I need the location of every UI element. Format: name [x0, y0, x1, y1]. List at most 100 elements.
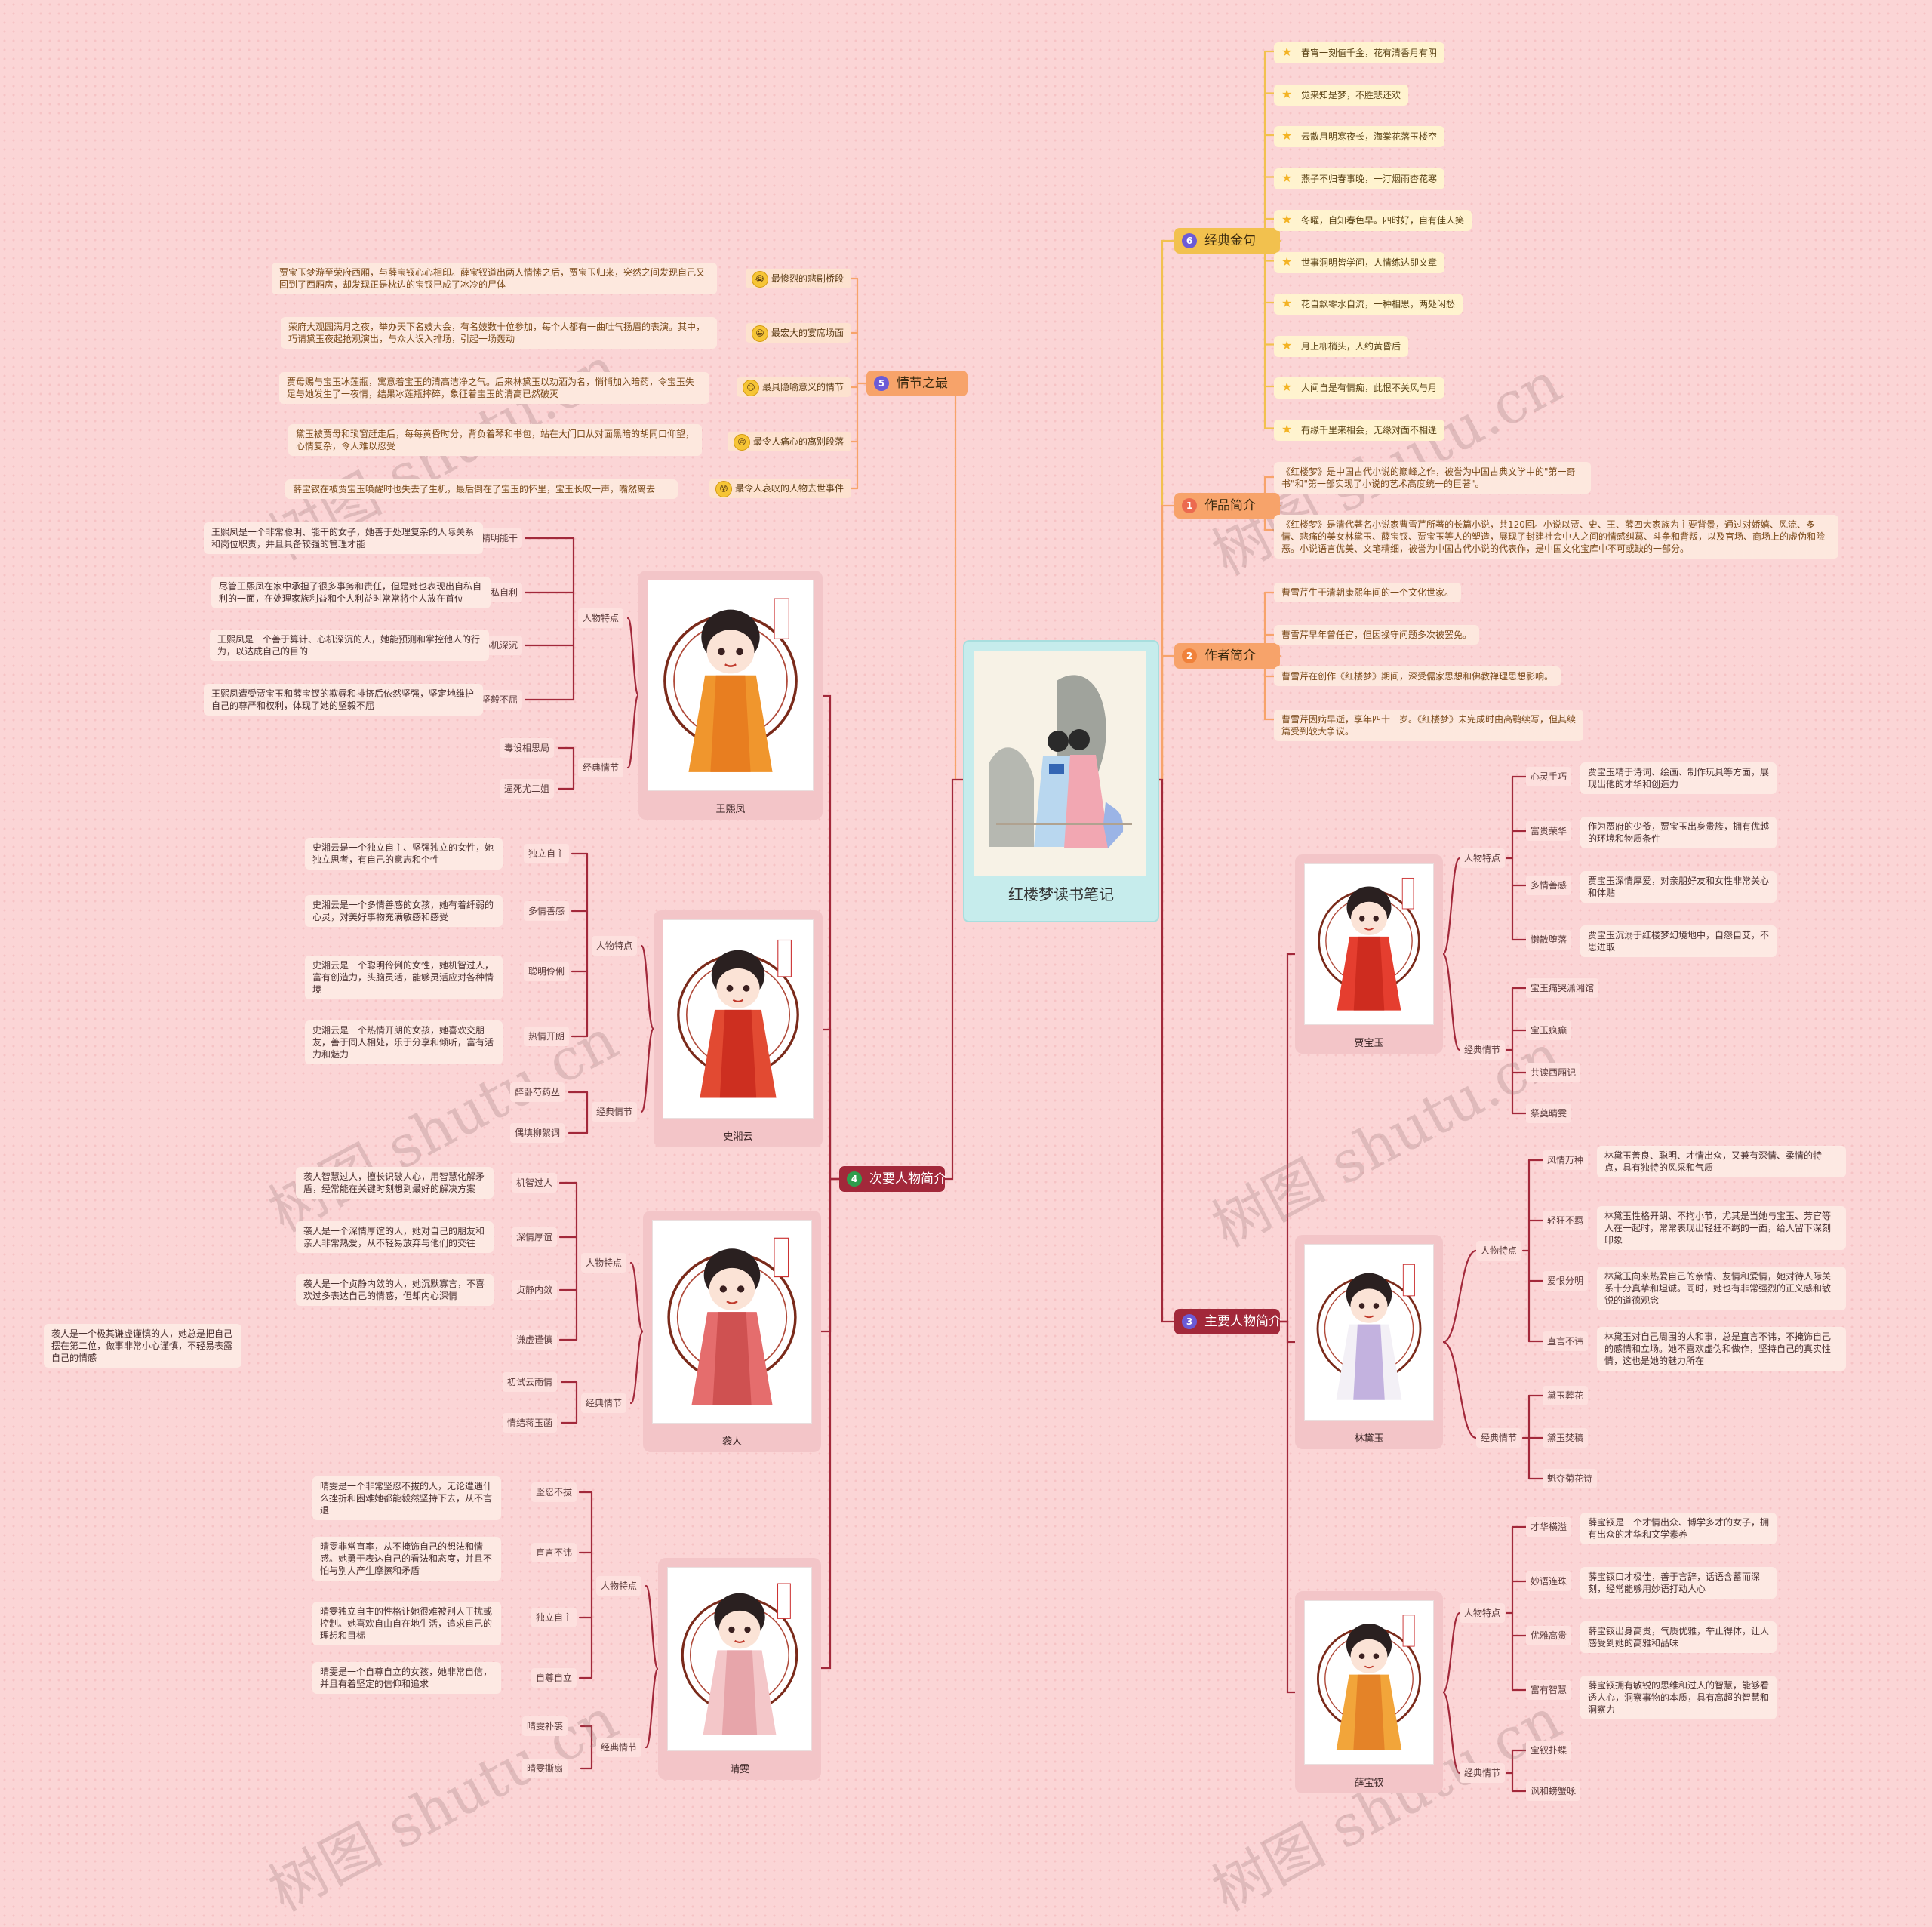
group-label-traits[interactable]: 人物特点: [596, 1576, 642, 1596]
quote-item[interactable]: ★有缘千里来相会，无缘对面不相逢: [1274, 419, 1445, 441]
plot-item[interactable]: 😀最宏大的宴席场面: [745, 323, 851, 343]
trait-label[interactable]: 自尊自立: [531, 1668, 577, 1688]
group-label-plots[interactable]: 经典情节: [592, 1102, 638, 1122]
trait-label[interactable]: 多情善感: [524, 901, 570, 921]
trait-label[interactable]: 聪明伶俐: [524, 962, 570, 981]
connector: [1441, 1341, 1478, 1439]
plot-scene-label[interactable]: 魁夺菊花诗: [1543, 1469, 1598, 1488]
character-portrait: [652, 1220, 812, 1424]
group-label-traits[interactable]: 人物特点: [592, 936, 638, 956]
trait-label[interactable]: 坚忍不拔: [531, 1482, 577, 1502]
trait-label[interactable]: 富贵荣华: [1526, 821, 1572, 841]
group-label-plots[interactable]: 经典情节: [1476, 1428, 1522, 1448]
trait-label[interactable]: 直言不讳: [531, 1543, 577, 1562]
trait-label[interactable]: 热情开朗: [524, 1027, 570, 1046]
group-label-plots[interactable]: 经典情节: [596, 1738, 642, 1757]
author-text: 曹雪芹因病早逝，享年四十一岁。《红楼梦》未完成时由高鹗续写，但其续篇受到较大争议…: [1274, 710, 1583, 741]
quote-item[interactable]: ★觉来知是梦，不胜悲还欢: [1274, 84, 1409, 106]
quote-item[interactable]: ★花自飘零水自流，一种相思，两处闲愁: [1274, 294, 1463, 315]
quote-text: 云散月明寒夜长，海棠花落玉楼空: [1301, 131, 1438, 142]
connector: [1441, 1691, 1461, 1775]
group-label-traits[interactable]: 人物特点: [578, 608, 624, 628]
trait-description: 林黛玉对自己周围的人和事，总是直言不讳，不掩饰自己的感情和立场。她不喜欢虚伪和做…: [1597, 1327, 1846, 1371]
plot-scene-label[interactable]: 讽和螃蟹咏: [1526, 1781, 1581, 1801]
quote-item[interactable]: ★云散月明寒夜长，海棠花落玉楼空: [1274, 126, 1445, 147]
group-label-plots[interactable]: 经典情节: [578, 758, 624, 777]
plot-scene-label[interactable]: 醉卧芍药丛: [510, 1082, 565, 1102]
trait-label[interactable]: 心灵手巧: [1526, 767, 1572, 786]
connector: [1173, 1320, 1297, 1694]
character-card[interactable]: 薛宝钗: [1295, 1591, 1443, 1793]
trait-label[interactable]: 机智过人: [512, 1173, 558, 1193]
group-label-traits[interactable]: 人物特点: [1460, 1603, 1506, 1623]
trait-label[interactable]: 爱恨分明: [1543, 1271, 1589, 1291]
trait-label[interactable]: 独立自主: [524, 844, 570, 863]
plot-scene-label[interactable]: 宝玉疯癫: [1526, 1020, 1572, 1040]
plot-scene-label[interactable]: 宝钗扑蝶: [1526, 1741, 1572, 1760]
trait-label[interactable]: 富有智慧: [1526, 1680, 1572, 1700]
plot-scene-label[interactable]: 情结蒋玉菡: [503, 1413, 558, 1433]
trait-label[interactable]: 独立自主: [531, 1608, 577, 1627]
plot-scene-label[interactable]: 晴雯撕扇: [522, 1759, 568, 1778]
trait-label[interactable]: 谦虚谨慎: [512, 1330, 558, 1350]
trait-label[interactable]: 多情善感: [1526, 876, 1572, 895]
trait-label[interactable]: 才华横溢: [1526, 1517, 1572, 1537]
quote-item[interactable]: ★人间自是有情痴，此恨不关风与月: [1274, 377, 1445, 399]
character-card[interactable]: 贾宝玉: [1295, 854, 1443, 1054]
plot-scene-label[interactable]: 黛玉焚稿: [1543, 1428, 1589, 1448]
character-card[interactable]: 袭人: [643, 1211, 821, 1452]
plot-scene-label[interactable]: 黛玉葬花: [1543, 1386, 1589, 1405]
plot-scene-label[interactable]: 毒设相思局: [500, 738, 555, 758]
character-card[interactable]: 王熙凤: [638, 571, 823, 820]
quote-item[interactable]: ★世事洞明皆学问，人情练达即文章: [1274, 251, 1445, 273]
plot-description: 荣府大观园满月之夜，举办天下名妓大会，有名妓数十位参加，每个人都有一曲吐气扬眉的…: [281, 317, 717, 349]
trait-label[interactable]: 贞静内敛: [512, 1280, 558, 1300]
plot-scene-label[interactable]: 祭奠晴雯: [1526, 1104, 1572, 1123]
trait-label[interactable]: 坚毅不屈: [477, 690, 523, 710]
character-card[interactable]: 史湘云: [654, 910, 823, 1147]
quote-item[interactable]: ★冬曜，自知春色早。四时好，自有佳人笑: [1274, 210, 1472, 231]
group-label-plots[interactable]: 经典情节: [1460, 1040, 1506, 1060]
group-label-traits[interactable]: 人物特点: [581, 1253, 627, 1273]
plot-scene-label[interactable]: 宝玉痛哭潇湘馆: [1526, 978, 1599, 998]
connector: [1441, 857, 1461, 956]
plot-description: 黛玉被贾母和琐窗赶走后，每每黄昏时分，背负着琴和书包，站在大门口从对面黑暗的胡同…: [288, 424, 702, 456]
quote-text: 人间自是有情痴，此恨不关风与月: [1301, 383, 1438, 393]
trait-label[interactable]: 深情厚谊: [512, 1227, 558, 1247]
group-label-plots[interactable]: 经典情节: [1460, 1763, 1506, 1783]
trait-label[interactable]: 精明能干: [477, 528, 523, 548]
plot-scene-label[interactable]: 晴雯补裘: [522, 1716, 568, 1736]
plot-scene-label[interactable]: 偶填柳絮词: [510, 1123, 565, 1143]
group-label-traits[interactable]: 人物特点: [1476, 1241, 1522, 1261]
character-card[interactable]: 林黛玉: [1295, 1235, 1443, 1449]
group-label-traits[interactable]: 人物特点: [1460, 848, 1506, 868]
plot-scene-label[interactable]: 共读西厢记: [1526, 1063, 1581, 1082]
trait-label[interactable]: 风情万种: [1543, 1150, 1589, 1170]
quote-item[interactable]: ★月上柳梢头，人约黄昏后: [1274, 335, 1409, 357]
trait-label[interactable]: 懒散堕落: [1526, 930, 1572, 950]
plot-item[interactable]: 😰最令人哀叹的人物去世事件: [709, 479, 851, 498]
quote-item[interactable]: ★春宵一刻值千金，花有清香月有阴: [1274, 42, 1445, 63]
trait-label[interactable]: 妙语连珠: [1526, 1571, 1572, 1591]
root-node[interactable]: 红楼梦读书笔记: [963, 640, 1159, 922]
plot-item[interactable]: 😊最具隐喻意义的情节: [736, 377, 851, 397]
plot-scene-label[interactable]: 逼死尤二姐: [500, 779, 555, 799]
trait-label[interactable]: 优雅高贵: [1526, 1626, 1572, 1645]
group-label-plots[interactable]: 经典情节: [581, 1393, 627, 1413]
trait-label[interactable]: 直言不讳: [1543, 1331, 1589, 1351]
emoji-icon: 😀: [751, 325, 768, 342]
trait-label[interactable]: 轻狂不羁: [1543, 1211, 1589, 1230]
character-card[interactable]: 晴雯: [658, 1558, 821, 1780]
connector: [1155, 778, 1176, 1323]
quote-item[interactable]: ★燕子不归春事晚，一汀烟雨杏花寒: [1274, 168, 1445, 189]
plot-item[interactable]: 😢最令人痛心的离别段落: [727, 432, 851, 451]
plot-scene-label[interactable]: 初试云雨情: [503, 1372, 558, 1392]
trait-description: 王熙凤是一个善于算计、心机深沉的人，她能预测和掌控他人的行为，以达成自己的目的: [210, 630, 489, 661]
plot-item[interactable]: 😭最惨烈的悲剧桥段: [745, 269, 851, 288]
